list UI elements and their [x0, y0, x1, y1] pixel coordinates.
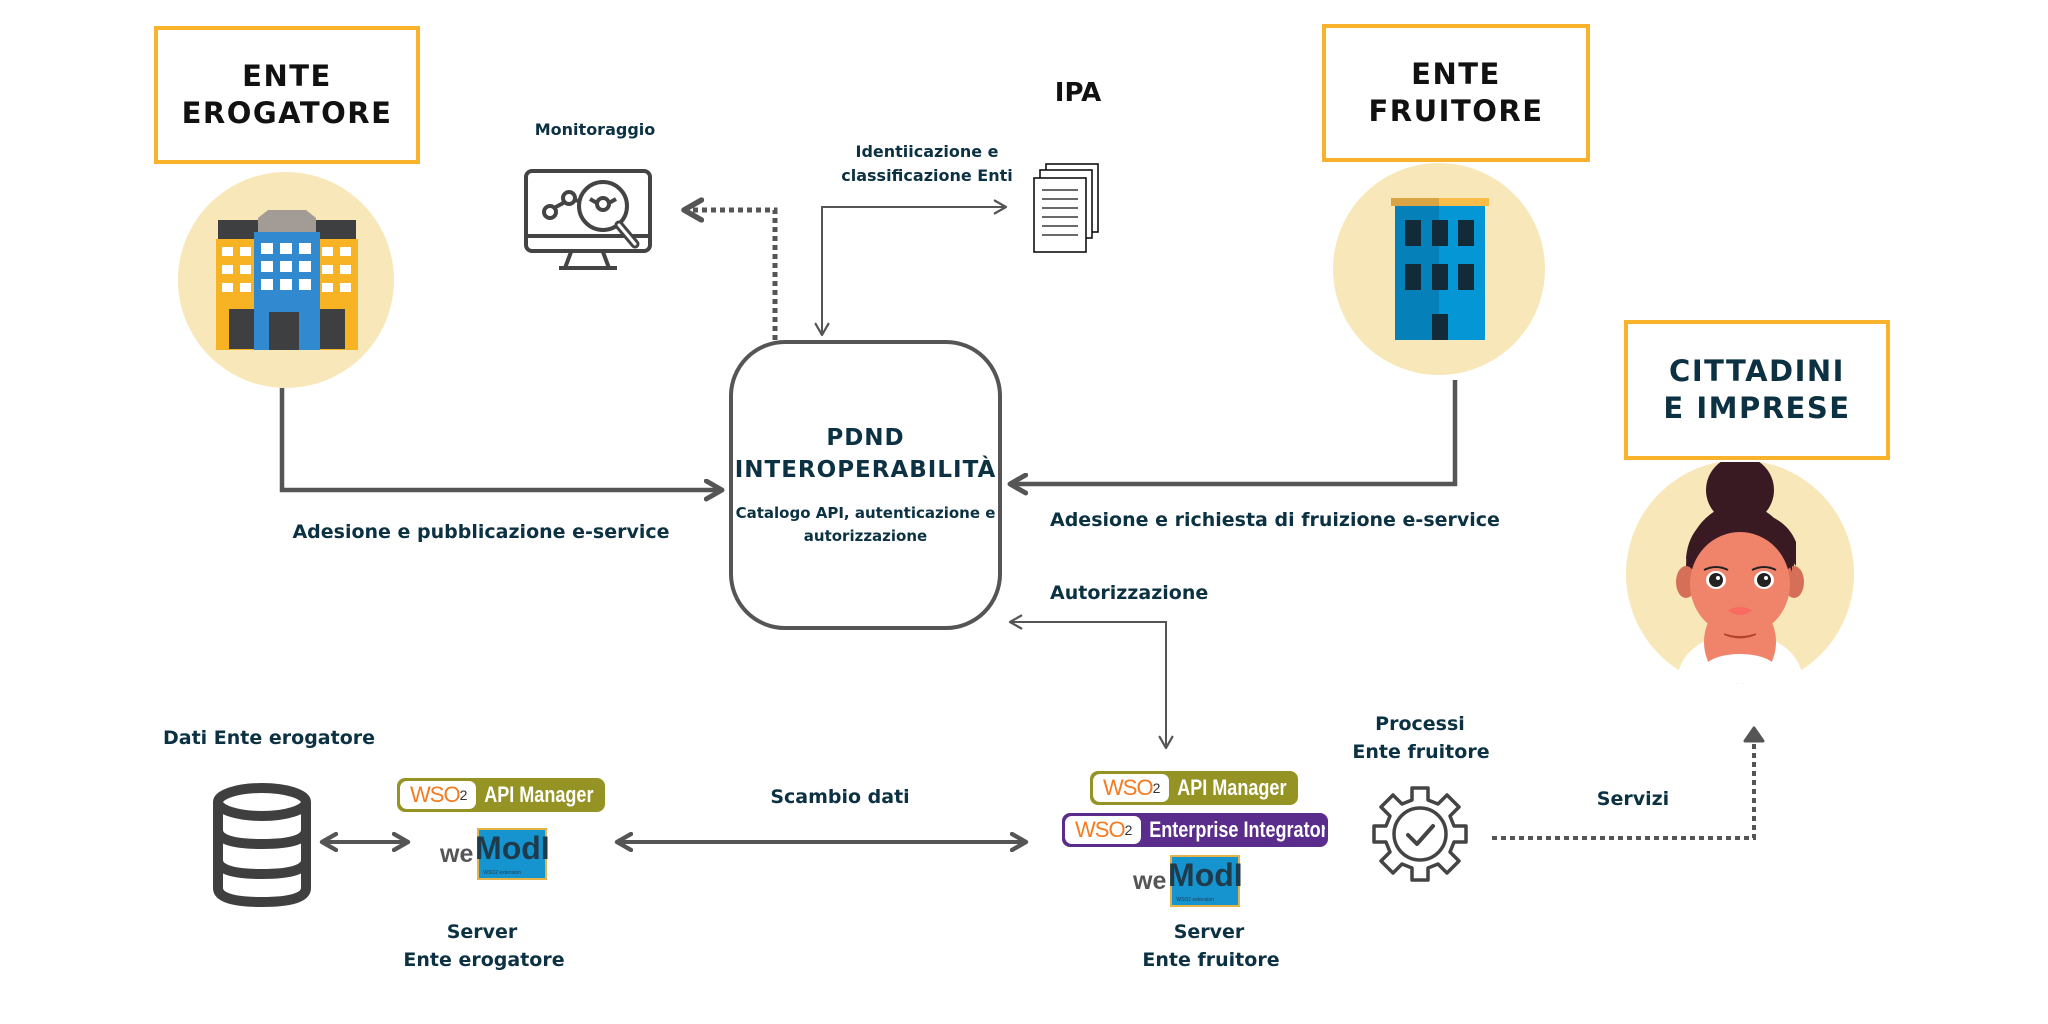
- cittadini-title-line-2: E IMPRESE: [1663, 391, 1851, 425]
- ente-erogatore-title-box: ENTE EROGATORE: [154, 26, 420, 164]
- ente-fruitore-title-line-1: ENTE: [1411, 57, 1501, 91]
- wso2-sub: 2: [1152, 780, 1161, 796]
- server-erogatore-label-line-1: Server: [446, 921, 518, 943]
- product-name: API Manager: [1177, 775, 1287, 800]
- wso2-sub: 2: [459, 787, 468, 803]
- arrow-servizi-head: [1743, 726, 1765, 743]
- ente-erogatore-title-line-1: ENTE: [242, 59, 332, 93]
- office-tower-icon: [1391, 198, 1489, 340]
- product-name: API Manager: [484, 782, 594, 807]
- cittadini-title-box: CITTADINI E IMPRESE: [1624, 320, 1890, 460]
- wemodi-ext: WSO2 extension: [1176, 897, 1214, 903]
- ipa-label: IPA: [1054, 78, 1102, 108]
- gear-check-icon: [1372, 786, 1468, 882]
- office-building-icon: [216, 210, 358, 350]
- monitoraggio-label: Monitoraggio: [534, 120, 656, 139]
- adesione-richiesta-label: Adesione e richiesta di fruizione e-serv…: [1050, 509, 1500, 531]
- wemodi-ext: WSO2 extension: [483, 870, 521, 876]
- wemodi-box: ModI WSO2 extension: [1168, 855, 1243, 907]
- processi-fruitore-label-line-2: Ente fruitore: [1352, 741, 1490, 763]
- wemodi-modi: ModI: [1168, 857, 1243, 893]
- product-name: Enterprise Integrator: [1149, 817, 1328, 842]
- arrow-servizi: [1492, 736, 1756, 840]
- server-fruitore-label-line-2: Ente fruitore: [1142, 949, 1280, 971]
- arrow-identificazione: [814, 199, 1008, 337]
- wemodi-we: we: [1133, 866, 1167, 895]
- wemodi-logo-erogatore: we ModI WSO2 extension: [440, 828, 550, 880]
- documents-icon: [1033, 163, 1099, 253]
- scambio-dati-label: Scambio dati: [770, 786, 910, 808]
- database-icon: [213, 783, 311, 908]
- cittadini-title-line-1: CITTADINI: [1669, 354, 1845, 388]
- wso2-brand: WSO: [1103, 775, 1154, 800]
- wso2-sub: 2: [1124, 822, 1133, 838]
- pdnd-title-line-1: PDND: [826, 425, 905, 451]
- wemodi-logo-fruitore: we ModI WSO2 extension: [1133, 855, 1243, 907]
- ente-erogatore-title-line-2: EROGATORE: [181, 96, 393, 130]
- autorizzazione-label: Autorizzazione: [1050, 582, 1209, 604]
- pdnd-subtitle-line-1: Catalogo API, autenticazione e: [735, 504, 996, 522]
- server-erogatore-label-line-2: Ente erogatore: [403, 949, 565, 971]
- wso2-brand: WSO: [410, 782, 461, 807]
- arrow-adesione-pubblicazione: [279, 388, 722, 490]
- identificazione-label-line-1: Identiicazione e: [855, 142, 999, 161]
- arrow-adesione-richiesta: [1010, 380, 1458, 484]
- processi-fruitore-label-line-1: Processi: [1375, 713, 1465, 735]
- ente-fruitore-title-line-2: FRUITORE: [1368, 94, 1544, 128]
- wso2-brand: WSO: [1075, 817, 1126, 842]
- server-fruitore-label-line-1: Server: [1173, 921, 1245, 943]
- citizen-avatar-icon: [1626, 462, 1854, 684]
- arrow-autorizzazione: [1008, 614, 1174, 750]
- monitor-analytics-icon: [524, 169, 652, 270]
- wemodi-box: ModI WSO2 extension: [475, 828, 550, 880]
- pdnd-title-line-2: INTEROPERABILITÀ: [734, 457, 997, 483]
- wemodi-modi: ModI: [475, 830, 550, 866]
- adesione-pubblicazione-label: Adesione e pubblicazione e-service: [292, 521, 670, 543]
- arrow-monitoraggio: [684, 210, 778, 340]
- pdnd-subtitle-line-2: autorizzazione: [803, 527, 928, 545]
- ente-fruitore-title-box: ENTE FRUITORE: [1322, 24, 1590, 162]
- identificazione-label-line-2: classificazione Enti: [841, 166, 1013, 185]
- wemodi-we: we: [440, 839, 474, 868]
- servizi-label: Servizi: [1596, 788, 1670, 810]
- pdnd-interoperabilita-box: PDND INTEROPERABILITÀ Catalogo API, aute…: [729, 340, 1002, 630]
- dati-erogatore-label: Dati Ente erogatore: [162, 727, 376, 749]
